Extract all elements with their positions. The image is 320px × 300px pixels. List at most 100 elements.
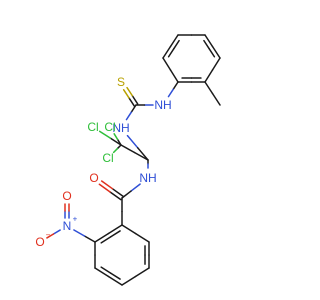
bond-line [169,34,179,48]
atom-o1: O [89,171,98,185]
bond-n3-c11 [121,183,141,199]
bond-line [121,275,137,286]
bond-line-inner [100,236,112,244]
bond-line [52,229,61,235]
bond-line-inner [203,39,210,50]
bond-line [211,57,221,71]
bond-line [136,147,149,161]
bond-line [162,45,172,59]
bond-line [46,233,55,239]
bond-line [94,232,110,243]
bond-line [130,183,141,192]
atom-charge: − [46,231,51,240]
atom-label: O [89,171,98,185]
bond-line-inner [109,230,121,238]
bonds-layer [46,34,221,286]
bond-line-inner [167,47,175,58]
bond-line [122,89,130,99]
bond-c6-c1 [162,57,179,83]
bond-n4-o2 [46,229,61,239]
bond-c6-n1 [167,81,179,98]
bond-line-inner [173,39,180,50]
bond-c5-c7 [204,81,221,106]
bond-line [204,81,214,95]
bond-line-inner [109,272,121,280]
atom-o3: O [62,189,71,203]
bond-c3-c4 [203,34,221,59]
bond-c13-n4 [73,229,96,243]
bond-c1-c2 [162,34,180,59]
atom-label: NH [139,171,156,185]
bond-line [107,275,123,286]
bond-line [109,191,122,201]
atom-n2: NH [112,121,129,135]
bond-line [112,147,119,154]
bond-line [100,180,114,190]
bond-c10-cl2 [98,130,122,146]
bond-c9-c10 [120,144,149,161]
bond-c8-n2 [125,104,137,121]
atom-label: Cl [87,120,98,134]
bond-line [130,104,137,114]
bond-c17-c12 [121,224,150,243]
bond-line-inner [100,266,112,274]
bond-line [121,224,137,235]
bond-line [162,57,172,71]
bond-n2-c9 [126,134,149,161]
bond-line [204,69,214,83]
atom-cl3: Cl [102,151,113,165]
bond-c14-c15 [94,266,123,286]
bond-line [128,97,136,107]
bond-line [211,45,221,59]
bond-line [98,130,112,139]
bond-c11-o1 [98,180,124,201]
bond-c10-cl3 [112,144,122,154]
bond-line [116,144,122,150]
bond-c15-c16 [121,267,150,286]
atom-s1: S [117,75,125,89]
bond-line [126,86,134,97]
atom-label: N [63,219,72,233]
bond-line [134,267,150,278]
bond-line [167,88,174,98]
atom-charge: + [73,215,78,224]
bond-line [125,111,132,121]
bond-line [120,144,136,154]
atom-label: S [117,75,125,89]
bond-line [172,81,179,91]
bond-line [94,267,110,278]
atom-o2: O− [35,231,50,250]
bond-n4-o3 [64,203,70,219]
bond-line-inner [208,47,216,58]
atom-cl2: Cl [87,120,98,134]
bond-line [107,224,123,235]
bond-line [134,232,150,243]
atom-n1: NH [154,98,171,112]
atom-label: O [35,235,44,249]
atom-label: NH [154,98,171,112]
atom-label: O [62,189,71,203]
bond-line [98,183,111,193]
atom-label: Cl [104,120,115,134]
bond-line [126,134,139,149]
bond-line [133,151,149,161]
bond-c12-c13 [94,224,123,244]
atom-n3: NH [139,171,156,185]
bond-line [131,95,139,105]
atom-cl1: Cl [104,120,115,134]
atom-label: NH [112,121,129,135]
atom-label: Cl [102,151,113,165]
bond-c8-s1 [122,86,139,107]
atom-n4: N+ [63,215,78,234]
bond-c4-c5 [204,57,221,83]
bond-line [113,133,119,141]
bond-c5-c6 [177,77,206,83]
bond-line [211,92,221,106]
bond-line [169,69,179,83]
bond-c16-c17 [144,241,150,269]
bond-line [111,187,124,198]
bond-line [204,34,214,48]
bond-line [83,235,96,243]
